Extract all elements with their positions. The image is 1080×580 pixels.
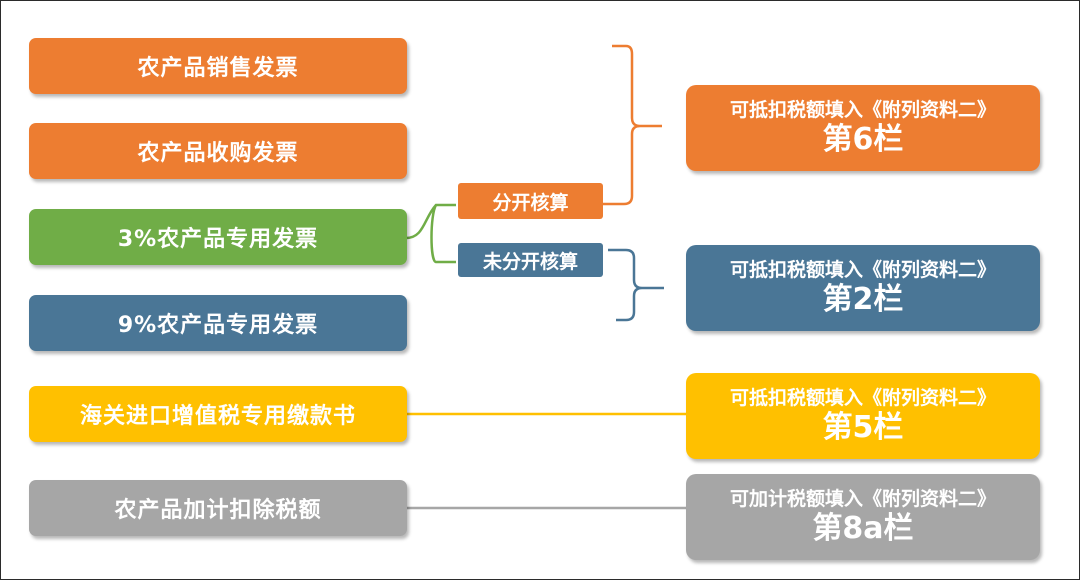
dest-box-line-5: 可抵扣税额填入《附列资料二》 第5栏 — [686, 373, 1040, 459]
source-label: 9%农产品专用发票 — [117, 313, 319, 338]
dest-description: 可抵扣税额填入《附列资料二》 — [729, 387, 996, 409]
tag-non-separate-accounting: 未分开核算 — [458, 243, 603, 277]
tag-separate-accounting: 分开核算 — [458, 183, 603, 219]
dest-line-number: 第2栏 — [822, 282, 904, 317]
source-label: 农产品销售发票 — [137, 56, 299, 81]
source-label: 农产品收购发票 — [137, 141, 299, 166]
tag-label: 分开核算 — [492, 191, 569, 214]
dest-description: 可抵扣税额填入《附列资料二》 — [729, 99, 996, 121]
orange-brace — [602, 44, 662, 206]
dest-box-line-8a: 可加计税额填入《附列资料二》 第8a栏 — [686, 474, 1040, 560]
source-label: 农产品加计扣除税额 — [114, 498, 322, 523]
source-box-sales-invoice: 农产品销售发票 — [29, 38, 407, 94]
dest-line-number: 第8a栏 — [812, 511, 914, 546]
blue-brace — [608, 248, 664, 322]
dest-box-line-2: 可抵扣税额填入《附列资料二》 第2栏 — [686, 245, 1040, 331]
green-fork-connector — [405, 203, 456, 264]
source-box-customs-payment: 海关进口增值税专用缴款书 — [29, 386, 407, 442]
source-box-3pct-invoice: 3%农产品专用发票 — [29, 209, 407, 265]
dest-line-number: 第5栏 — [822, 410, 904, 445]
source-label: 3%农产品专用发票 — [117, 227, 319, 252]
source-box-9pct-invoice: 9%农产品专用发票 — [29, 295, 407, 351]
dest-box-line-6: 可抵扣税额填入《附列资料二》 第6栏 — [686, 85, 1040, 171]
source-box-additional-deduction: 农产品加计扣除税额 — [29, 480, 407, 536]
tag-label: 未分开核算 — [482, 250, 578, 273]
dest-line-number: 第6栏 — [822, 122, 904, 157]
source-box-purchase-invoice: 农产品收购发票 — [29, 123, 407, 179]
source-label: 海关进口增值税专用缴款书 — [79, 404, 356, 429]
dest-description: 可抵扣税额填入《附列资料二》 — [729, 259, 996, 281]
dest-description: 可加计税额填入《附列资料二》 — [729, 488, 996, 510]
